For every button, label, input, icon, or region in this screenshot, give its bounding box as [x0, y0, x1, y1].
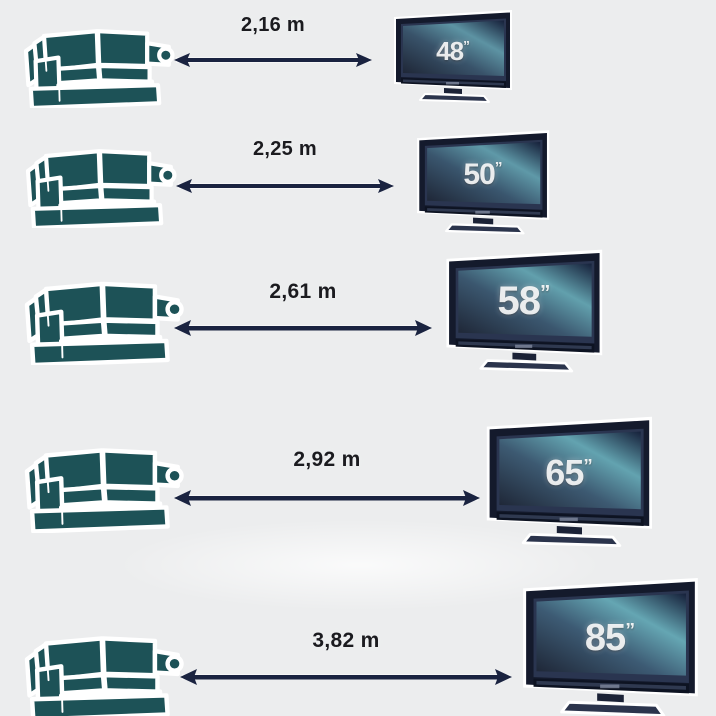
row-50: 2,25 m: [0, 120, 716, 245]
sofa-icon: [8, 623, 198, 716]
row-65: 2,92 m: [0, 410, 716, 580]
distance-label: 2,92 m: [293, 448, 361, 471]
double-arrow-icon: [178, 667, 514, 687]
double-arrow-icon: [172, 50, 374, 70]
distance-label: 3,82 m: [312, 629, 380, 652]
distance-measure: 2,25 m: [174, 138, 396, 198]
sofa-icon: [10, 138, 190, 228]
tv-icon: 58”: [434, 247, 612, 379]
sofa-icon: [8, 18, 188, 108]
distance-label: 2,61 m: [269, 280, 337, 303]
distance-label: 2,25 m: [252, 138, 318, 160]
distance-measure: 2,92 m: [172, 448, 482, 508]
distance-label: 2,16 m: [240, 14, 306, 36]
double-arrow-icon: [172, 488, 482, 508]
row-48: 2,16 m: [0, 0, 716, 120]
tv-icon: 85”: [502, 575, 716, 716]
tv-icon: 50”: [406, 128, 558, 240]
distance-measure: 3,82 m: [178, 629, 514, 689]
row-58: 2,61 m: [0, 245, 716, 410]
sofa-icon: [8, 435, 198, 533]
tv-icon: 65”: [470, 414, 666, 554]
distance-measure: 2,16 m: [172, 14, 374, 74]
tv-icon: 48”: [386, 8, 518, 108]
row-85: 3,82 m: [0, 575, 716, 716]
double-arrow-icon: [172, 318, 434, 338]
double-arrow-icon: [174, 176, 396, 196]
sofa-icon: [8, 270, 198, 365]
distance-measure: 2,61 m: [172, 280, 434, 340]
